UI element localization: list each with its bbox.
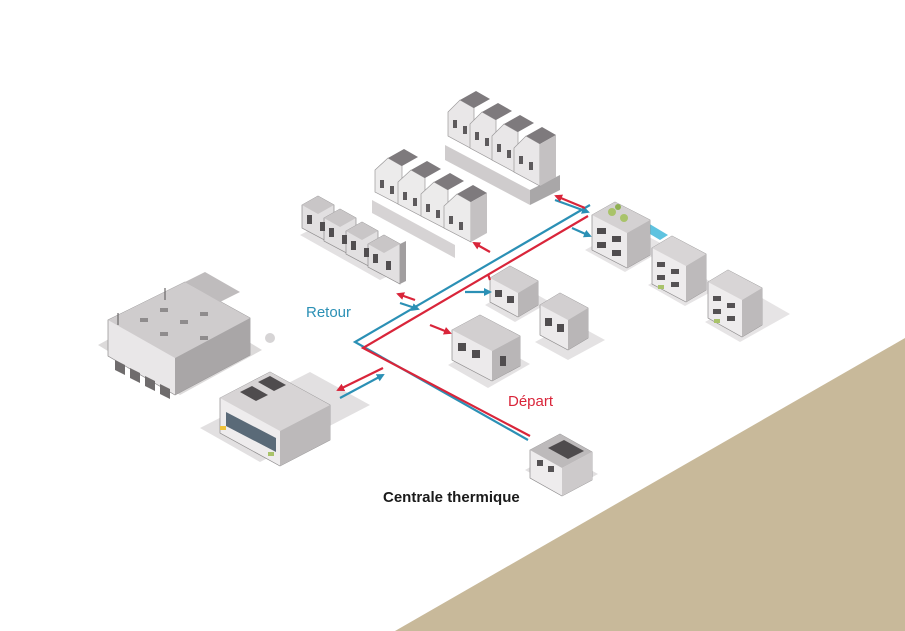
detached-house-3 xyxy=(448,314,530,388)
ground-wedge xyxy=(395,338,905,631)
supply-pipe xyxy=(336,194,589,437)
supply-label: Départ xyxy=(508,393,554,410)
apartment-block-rooftop-garden xyxy=(585,201,668,272)
warehouse xyxy=(98,272,275,399)
return-pipe xyxy=(339,198,592,441)
terraced-houses-rear xyxy=(445,91,560,205)
thermal-plant-label: Centrale thermique xyxy=(383,489,520,506)
office-building xyxy=(200,371,370,467)
detached-house-1 xyxy=(485,265,550,322)
apartment-block-1 xyxy=(648,235,720,306)
townhouses xyxy=(300,195,406,285)
thermal-plant xyxy=(525,433,598,497)
apartment-block-2 xyxy=(705,269,790,342)
terraced-houses-front xyxy=(372,149,487,258)
detached-house-2 xyxy=(535,292,605,360)
return-label: Retour xyxy=(306,304,351,321)
